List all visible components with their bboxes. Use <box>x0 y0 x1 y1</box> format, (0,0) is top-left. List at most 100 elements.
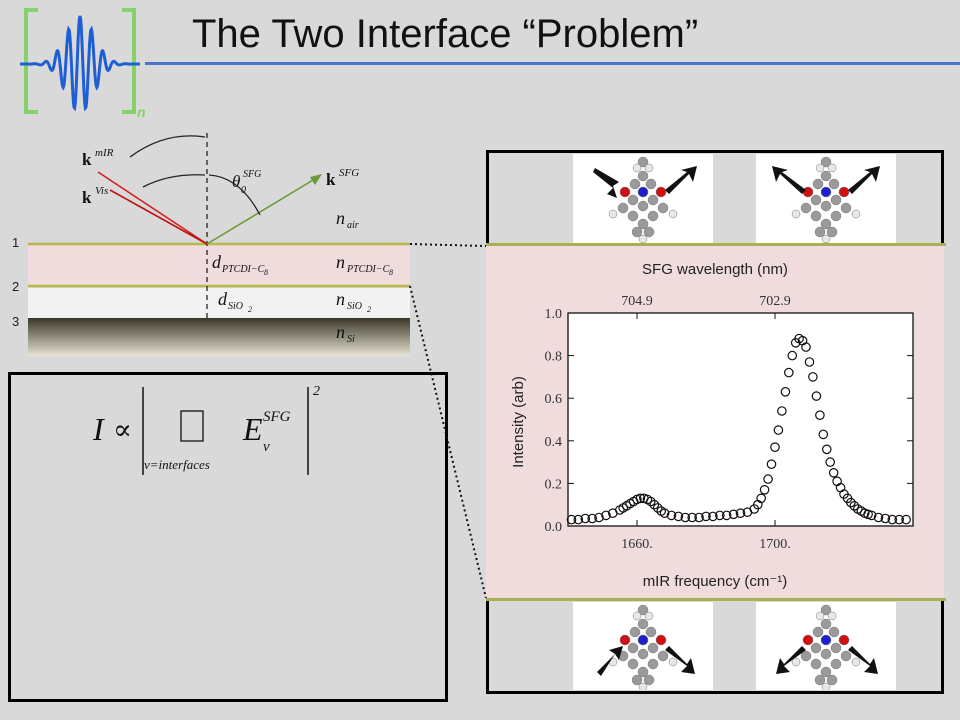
data-point <box>815 410 825 420</box>
carbon-atom <box>820 156 832 168</box>
hydrogen-atom <box>608 209 618 219</box>
oxygen-atom <box>802 186 814 198</box>
carbon-atom <box>643 226 655 238</box>
carbon-atom <box>810 642 822 654</box>
carbon-atom <box>637 618 649 630</box>
logo-right-bracket <box>122 8 136 114</box>
carbon-atom <box>800 202 812 214</box>
carbon-atom <box>647 658 659 670</box>
carbon-atom <box>814 226 826 238</box>
data-point <box>783 367 794 378</box>
hydrogen-atom <box>668 209 678 219</box>
data-point <box>821 444 832 455</box>
data-point <box>880 513 891 524</box>
arrow-out-down-right-icon <box>665 646 695 674</box>
carbon-atom <box>826 674 838 686</box>
d-sio2-subscript: SiO <box>228 301 243 312</box>
carbon-atom <box>627 194 639 206</box>
band-bottom-line <box>486 598 946 601</box>
data-point <box>715 510 725 521</box>
y-tick-label: 0.6 <box>545 392 563 407</box>
thin-film-geometry-diagram: k mIR k Vis k SFG θ 0 SFG 1 2 3 n air d … <box>12 133 410 356</box>
k-vis-superscript: Vis <box>95 185 108 197</box>
data-point <box>646 496 656 507</box>
carbon-atom <box>826 226 838 238</box>
chart-plot-frame <box>567 312 914 527</box>
formula-sum-subscript: ν=interfaces <box>144 457 210 472</box>
theta-superscript: SFG <box>243 169 261 180</box>
y-tick-label: 0.8 <box>545 350 563 365</box>
logo-wave <box>20 15 140 112</box>
carbon-atom <box>840 650 852 662</box>
data-point <box>773 425 784 435</box>
data-point <box>652 503 663 513</box>
d-ptcdi-subscript-2: 8 <box>264 268 268 277</box>
oxygen-atom <box>838 634 850 646</box>
x2-tick-label: 702.9 <box>759 294 791 309</box>
data-point <box>601 510 611 521</box>
n-ptcdi-label: n <box>336 252 345 272</box>
data-point <box>901 514 911 525</box>
n-air-subscript: air <box>347 220 359 231</box>
data-point <box>673 511 684 522</box>
data-point <box>818 429 829 440</box>
hydrogen-atom <box>815 611 825 621</box>
data-point <box>735 508 746 518</box>
layer-number-3: 3 <box>12 314 19 329</box>
carbon-atom <box>637 156 649 168</box>
y-tick-label: 1.0 <box>545 307 563 322</box>
data-point <box>580 513 591 524</box>
chart-top-axis-label: SFG wavelength (nm) <box>642 261 788 278</box>
nitrogen-atom <box>637 634 649 646</box>
carbon-atom <box>643 674 655 686</box>
x-tick-label: 1660. <box>621 537 653 552</box>
chart-points <box>566 333 911 525</box>
interface-number-1: 1 <box>12 235 19 250</box>
n-sio2-subscript: SiO <box>347 301 362 312</box>
hydrogen-atom <box>644 611 654 621</box>
data-point <box>804 357 815 367</box>
data-point <box>721 510 732 521</box>
slide-title: The Two Interface “Problem” <box>192 12 699 56</box>
y-tick-label: 0.4 <box>545 435 563 450</box>
data-point <box>777 406 787 416</box>
molecule-top-right-image <box>756 154 896 244</box>
hydrogen-atom <box>632 611 642 621</box>
oxygen-atom <box>655 186 667 198</box>
hydrogen-atom <box>644 163 654 173</box>
n-si-label: n <box>336 322 345 342</box>
molecule-top-left-image <box>573 154 713 244</box>
n-ptcdi-subscript: PTCDI−C <box>346 264 390 275</box>
carbon-atom <box>830 658 842 670</box>
carbon-atom <box>820 604 832 616</box>
hydrogen-atom <box>668 657 678 667</box>
data-point <box>701 511 711 522</box>
carbon-atom <box>812 178 824 190</box>
carbon-atom <box>820 666 832 678</box>
formula-power: 2 <box>313 384 320 399</box>
molecule-bottom-left <box>608 604 678 690</box>
data-point <box>849 501 860 511</box>
n-air-label: n <box>336 208 345 228</box>
logo-left-bracket <box>24 8 38 114</box>
sio2-layer <box>28 288 410 318</box>
carbon-atom <box>647 642 659 654</box>
data-point <box>787 350 798 361</box>
intensity-formula-box: I ∝ ν=interfaces E SFG ν 2 <box>8 372 448 702</box>
sfg-angle-arc <box>208 174 261 216</box>
hydrogen-atom <box>851 209 861 219</box>
carbon-atom <box>820 170 832 182</box>
nitrogen-atom <box>637 186 649 198</box>
data-point <box>694 512 704 523</box>
carbon-atom <box>657 650 669 662</box>
data-point <box>756 493 766 504</box>
carbon-atom <box>647 210 659 222</box>
hydrogen-atom <box>815 163 825 173</box>
sfg-spectrum-chart: SFG wavelength (nm) mIR frequency (cm⁻¹)… <box>510 261 914 590</box>
data-point <box>587 513 597 524</box>
arrow-out-down-right-icon-2 <box>848 646 878 674</box>
vis-ray <box>109 189 208 245</box>
formula-intensity-symbol: I <box>92 411 105 447</box>
carbon-atom <box>647 194 659 206</box>
